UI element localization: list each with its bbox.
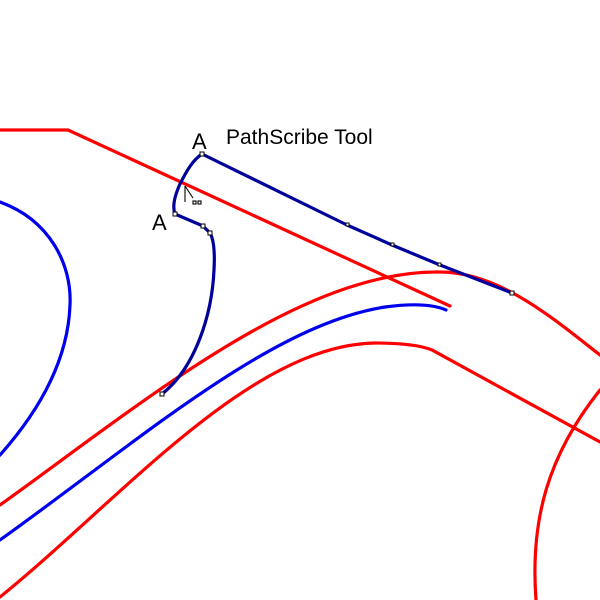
tool-name-label: PathScribe Tool (226, 126, 373, 149)
cursor-stem (184, 185, 194, 202)
blue-left-curve[interactable] (0, 200, 72, 457)
anchor-point[interactable] (390, 242, 395, 247)
anchor-points (159, 151, 515, 397)
anchor-label-top: A (192, 129, 207, 154)
anchor-label-left: A (152, 210, 167, 235)
red-straight-path[interactable] (0, 128, 452, 308)
cursor-square (197, 200, 202, 205)
blue-middle-curve[interactable] (0, 303, 448, 542)
pen-tool-cursor-icon (184, 185, 202, 205)
anchor-point[interactable] (172, 211, 178, 217)
cursor-square (192, 200, 197, 205)
anchor-point[interactable] (199, 151, 205, 157)
anchor-point[interactable] (509, 290, 515, 296)
red-lower-curve[interactable] (0, 341, 600, 599)
red-paths (0, 128, 600, 600)
anchor-point[interactable] (159, 391, 165, 397)
blue-paths (0, 200, 448, 542)
anchor-point[interactable] (200, 223, 206, 229)
anchor-point[interactable] (207, 230, 213, 236)
anchor-point[interactable] (345, 222, 350, 227)
red-upper-curve[interactable] (0, 270, 600, 507)
red-circle-arc[interactable] (533, 388, 600, 600)
anchor-point[interactable] (437, 262, 442, 267)
